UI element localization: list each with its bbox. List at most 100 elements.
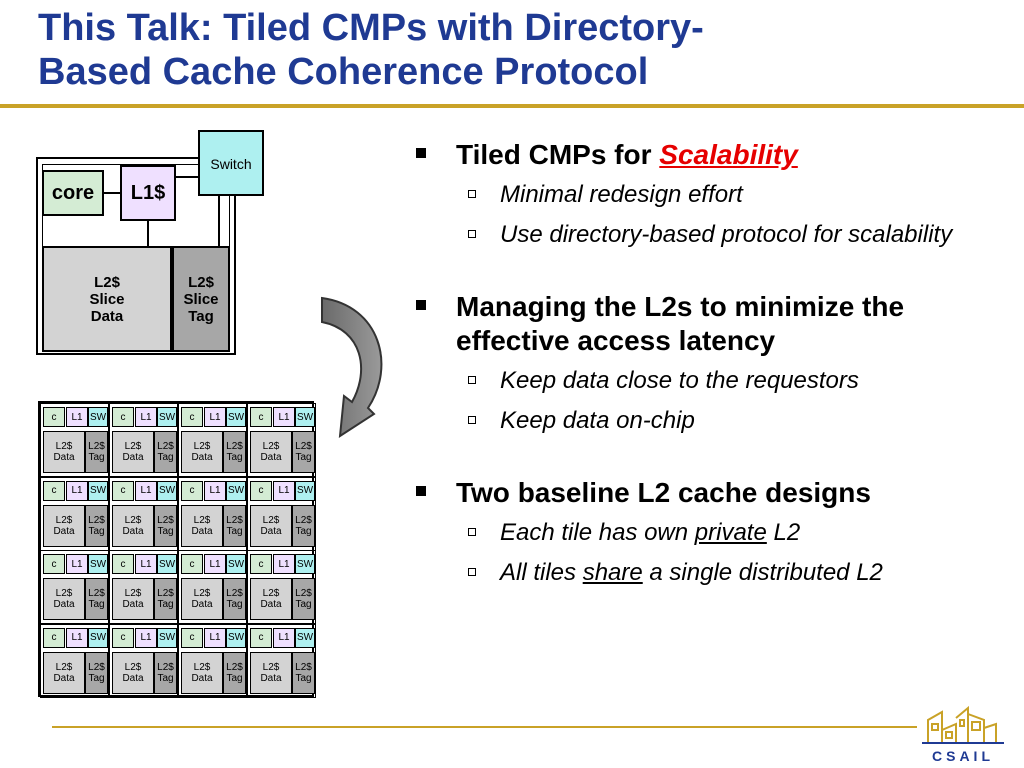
grid-l2-data-label: L2$ <box>124 661 142 673</box>
grid-l2-tag: L2$Tag <box>223 651 246 694</box>
grid-l2-tag-label: Tag <box>226 599 243 610</box>
square-bullet-icon <box>416 486 426 496</box>
grid-l2-tag: L2$Tag <box>292 504 315 547</box>
grid-l2-tag-label: Tag <box>157 672 174 684</box>
core-box: core <box>42 170 104 216</box>
grid-l2-tag-label: L2$ <box>295 514 312 526</box>
grid-l2-tag: L2$Tag <box>292 578 315 620</box>
bullet-3-text: Two baseline L2 cache designs <box>456 477 871 508</box>
grid-l2-data-label: Data <box>260 599 282 610</box>
title-line-2: Based Cache Coherence Protocol <box>38 51 649 93</box>
grid-l1: L1 <box>273 480 295 501</box>
grid-l2-data: L2$Data <box>43 504 85 547</box>
sub-bullet-2-2: Keep data on-chip <box>412 404 1012 438</box>
tile-outer-wire <box>36 157 236 355</box>
grid-l2-data-label: Data <box>260 525 282 537</box>
grid-l2-tag-label: Tag <box>88 599 105 610</box>
grid-l2-tag-label: Tag <box>226 525 243 537</box>
grid-core: c <box>112 554 134 574</box>
grid-l2-data-label: Data <box>260 672 282 684</box>
grid-l2-tag: L2$Tag <box>85 578 108 620</box>
grid-switch: SW <box>88 407 108 427</box>
grid-l2-data-label: L2$ <box>193 441 211 452</box>
bullet-2-text: Managing the L2s to minimize the effecti… <box>456 291 905 356</box>
curved-arrow-icon <box>321 296 383 438</box>
grid-l1: L1 <box>273 627 295 648</box>
csail-building-logo-icon <box>922 705 1004 744</box>
l2-slice-data-box: L2$ Slice Data <box>42 246 172 352</box>
grid-l1: L1 <box>135 480 157 501</box>
grid-l2-data-label: Data <box>53 452 75 463</box>
l2-tag-label-2: Slice <box>183 290 219 308</box>
grid-l2-tag-label: Tag <box>88 452 105 463</box>
grid-l2-tag-label: Tag <box>88 672 105 684</box>
grid-switch: SW <box>295 480 315 501</box>
grid-l2-tag-label: L2$ <box>295 661 312 673</box>
grid-l2-data-label: Data <box>53 525 75 537</box>
grid-core: c <box>112 480 134 501</box>
grid-core: c <box>250 480 272 501</box>
grid-l2-tag-label: L2$ <box>88 661 105 673</box>
grid-l2-data: L2$Data <box>181 578 223 620</box>
sub-bullet-3-1: Each tile has own private L2 <box>412 516 1012 550</box>
grid-core: c <box>250 627 272 648</box>
grid-l2-tag-label: Tag <box>295 525 312 537</box>
grid-core: c <box>43 554 65 574</box>
grid-switch: SW <box>226 554 246 574</box>
hollow-square-bullet-icon <box>468 416 476 424</box>
grid-l2-data-label: L2$ <box>193 588 211 599</box>
sub-bullet-2-1-text: Keep data close to the requestors <box>500 367 859 394</box>
grid-switch: SW <box>88 480 108 501</box>
grid-switch: SW <box>88 627 108 648</box>
grid-l2-tag: L2$Tag <box>154 431 177 473</box>
grid-l2-data-label: L2$ <box>55 441 73 452</box>
grid-l2-tag: L2$Tag <box>154 578 177 620</box>
l1-l2-wire <box>147 221 149 246</box>
hollow-square-bullet-icon <box>468 230 476 238</box>
core-l1-wire <box>104 192 120 194</box>
grid-l2-tag-label: L2$ <box>88 514 105 526</box>
grid-l2-tag-label: L2$ <box>157 441 174 452</box>
grid-l1: L1 <box>66 407 88 427</box>
grid-l1: L1 <box>135 627 157 648</box>
grid-l2-tag-label: L2$ <box>295 441 312 452</box>
core-label: core <box>51 181 95 204</box>
title-line-1: This Talk: Tiled CMPs with Directory- <box>38 7 704 49</box>
grid-core: c <box>250 554 272 574</box>
sub-bullet-2-1: Keep data close to the requestors <box>412 364 1012 398</box>
bullet-1: Tiled CMPs for Scalability <box>412 138 1012 172</box>
grid-l2-data: L2$Data <box>181 431 223 473</box>
grid-l2-tag-label: L2$ <box>226 441 243 452</box>
grid-l2-data-label: L2$ <box>124 514 142 526</box>
grid-l2-tag-label: L2$ <box>88 441 105 452</box>
grid-l2-tag: L2$Tag <box>292 431 315 473</box>
grid-l1: L1 <box>204 554 226 574</box>
grid-l1: L1 <box>273 407 295 427</box>
grid-l2-data-label: L2$ <box>124 441 142 452</box>
grid-core: c <box>43 480 65 501</box>
grid-core: c <box>112 627 134 648</box>
sub-bullet-3-1-pre: Each tile has own <box>500 519 695 546</box>
l2-tag-label-1: L2$ <box>188 273 214 291</box>
grid-l2-data-label: Data <box>191 452 213 463</box>
scalability-highlight: Scalability <box>659 139 798 170</box>
grid-l2-tag-label: L2$ <box>157 661 174 673</box>
sub-bullet-1-2-text: Use directory-based protocol for scalabi… <box>500 221 953 248</box>
bullet-1-text: Tiled CMPs for <box>456 139 660 170</box>
grid-core: c <box>181 554 203 574</box>
grid-l2-data-label: Data <box>191 599 213 610</box>
grid-switch: SW <box>157 554 177 574</box>
l2-data-label-2: Slice <box>89 290 125 308</box>
grid-l2-data-label: Data <box>122 599 144 610</box>
hollow-square-bullet-icon <box>468 568 476 576</box>
grid-l2-tag-label: Tag <box>157 452 174 463</box>
grid-l2-tag-label: L2$ <box>157 514 174 526</box>
grid-l2-data: L2$Data <box>112 504 154 547</box>
grid-l2-data-label: L2$ <box>262 588 280 599</box>
